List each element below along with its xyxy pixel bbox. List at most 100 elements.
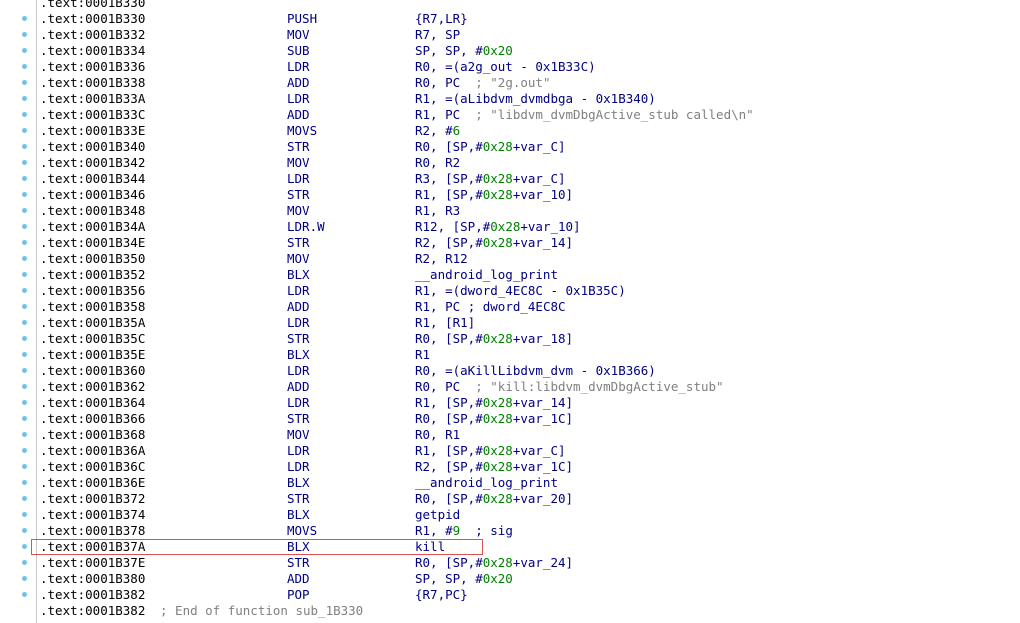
- breakpoint-dot-icon[interactable]: [22, 144, 27, 149]
- breakpoint-dot-icon[interactable]: [22, 464, 27, 469]
- line-mnemonic[interactable]: LDR.W: [287, 219, 325, 234]
- line-address[interactable]: .text:0001B382: [40, 587, 146, 602]
- breakpoint-dot-icon[interactable]: [22, 64, 27, 69]
- line-operands[interactable]: SP, SP, #0x20: [415, 571, 513, 587]
- line-address[interactable]: .text:0001B34E: [40, 235, 146, 250]
- line-operands[interactable]: {R7,PC}: [415, 587, 468, 603]
- breakpoint-dot-icon[interactable]: [22, 160, 27, 165]
- line-address[interactable]: .text:0001B33A: [40, 91, 146, 106]
- line-mnemonic[interactable]: MOV: [287, 155, 310, 170]
- line-mnemonic[interactable]: BLX: [287, 507, 310, 522]
- line-address[interactable]: .text:0001B364: [40, 395, 146, 410]
- line-mnemonic[interactable]: MOV: [287, 427, 310, 442]
- breakpoint-dot-icon[interactable]: [22, 32, 27, 37]
- line-operands[interactable]: R1, =(aLibdvm_dvmdbga - 0x1B340): [415, 91, 656, 107]
- breakpoint-dot-icon[interactable]: [22, 304, 27, 309]
- listing-line[interactable]: .text:0001B382 POP {R7,PC}: [0, 587, 1020, 603]
- line-address[interactable]: .text:0001B340: [40, 139, 146, 154]
- breakpoint-dot-icon[interactable]: [22, 16, 27, 21]
- line-operands[interactable]: R0, [SP,#0x28+var_C]: [415, 139, 566, 155]
- line-mnemonic[interactable]: BLX: [287, 267, 310, 282]
- line-mnemonic[interactable]: ADD: [287, 299, 310, 314]
- line-operands[interactable]: __android_log_print: [415, 267, 558, 283]
- listing-line[interactable]: .text:0001B33C ADD R1, PC ; "libdvm_dvmDbg…: [0, 107, 1020, 123]
- breakpoint-dot-icon[interactable]: [22, 128, 27, 133]
- line-mnemonic[interactable]: LDR: [287, 171, 310, 186]
- line-address[interactable]: .text:0001B336: [40, 59, 146, 74]
- line-mnemonic[interactable]: ADD: [287, 379, 310, 394]
- line-mnemonic[interactable]: ADD: [287, 571, 310, 586]
- line-mnemonic[interactable]: BLX: [287, 539, 310, 554]
- breakpoint-dot-icon[interactable]: [22, 80, 27, 85]
- line-address[interactable]: .text:0001B35A: [40, 315, 146, 330]
- line-mnemonic[interactable]: MOV: [287, 27, 310, 42]
- breakpoint-dot-icon[interactable]: [22, 320, 27, 325]
- line-mnemonic[interactable]: STR: [287, 555, 310, 570]
- line-address[interactable]: .text:0001B360: [40, 363, 146, 378]
- line-operands[interactable]: R2, [SP,#0x28+var_1C]: [415, 459, 573, 475]
- breakpoint-dot-icon[interactable]: [22, 352, 27, 357]
- line-operands[interactable]: getpid: [415, 507, 460, 523]
- breakpoint-dot-icon[interactable]: [22, 432, 27, 437]
- line-address[interactable]: .text:0001B342: [40, 155, 146, 170]
- breakpoint-dot-icon[interactable]: [22, 48, 27, 53]
- line-address[interactable]: .text:0001B35C: [40, 331, 146, 346]
- breakpoint-dot-icon[interactable]: [22, 416, 27, 421]
- line-operands[interactable]: R1, PC ; "libdvm_dvmDbgActive_stub calle…: [415, 107, 754, 123]
- listing-line[interactable]: .text:0001B382; End of function sub_1B33…: [0, 603, 1020, 619]
- breakpoint-dot-icon[interactable]: [22, 96, 27, 101]
- breakpoint-dot-icon[interactable]: [22, 384, 27, 389]
- breakpoint-dot-icon[interactable]: [22, 256, 27, 261]
- breakpoint-dot-icon[interactable]: [22, 176, 27, 181]
- line-mnemonic[interactable]: STR: [287, 411, 310, 426]
- line-address[interactable]: .text:0001B33C: [40, 107, 146, 122]
- breakpoint-dot-icon[interactable]: [22, 368, 27, 373]
- line-address[interactable]: .text:0001B330: [40, 11, 146, 26]
- line-operands[interactable]: SP, SP, #0x20: [415, 43, 513, 59]
- line-mnemonic[interactable]: ADD: [287, 107, 310, 122]
- line-operands[interactable]: R1: [415, 347, 430, 363]
- line-address[interactable]: .text:0001B332: [40, 27, 146, 42]
- line-address[interactable]: .text:0001B330: [40, 0, 146, 10]
- breakpoint-dot-icon[interactable]: [22, 448, 27, 453]
- line-operands[interactable]: R1, #9 ; sig: [415, 523, 513, 539]
- line-operands[interactable]: R1, [SP,#0x28+var_10]: [415, 187, 573, 203]
- breakpoint-dot-icon[interactable]: [22, 288, 27, 293]
- line-operands[interactable]: R12, [SP,#0x28+var_10]: [415, 219, 581, 235]
- breakpoint-dot-icon[interactable]: [22, 512, 27, 517]
- line-address[interactable]: .text:0001B33E: [40, 123, 146, 138]
- line-operands[interactable]: R1, R3: [415, 203, 460, 219]
- line-address[interactable]: .text:0001B35E: [40, 347, 146, 362]
- line-mnemonic[interactable]: POP: [287, 587, 310, 602]
- line-mnemonic[interactable]: MOV: [287, 251, 310, 266]
- breakpoint-dot-icon[interactable]: [22, 544, 27, 549]
- line-address[interactable]: .text:0001B352: [40, 267, 146, 282]
- line-mnemonic[interactable]: LDR: [287, 283, 310, 298]
- line-mnemonic[interactable]: BLX: [287, 475, 310, 490]
- line-operands[interactable]: __android_log_print: [415, 475, 558, 491]
- line-operands[interactable]: R1, [SP,#0x28+var_C]: [415, 443, 566, 459]
- breakpoint-dot-icon[interactable]: [22, 240, 27, 245]
- line-operands[interactable]: R2, [SP,#0x28+var_14]: [415, 235, 573, 251]
- line-operands[interactable]: R0, PC ; "kill:libdvm_dvmDbgActive_stub": [415, 379, 724, 395]
